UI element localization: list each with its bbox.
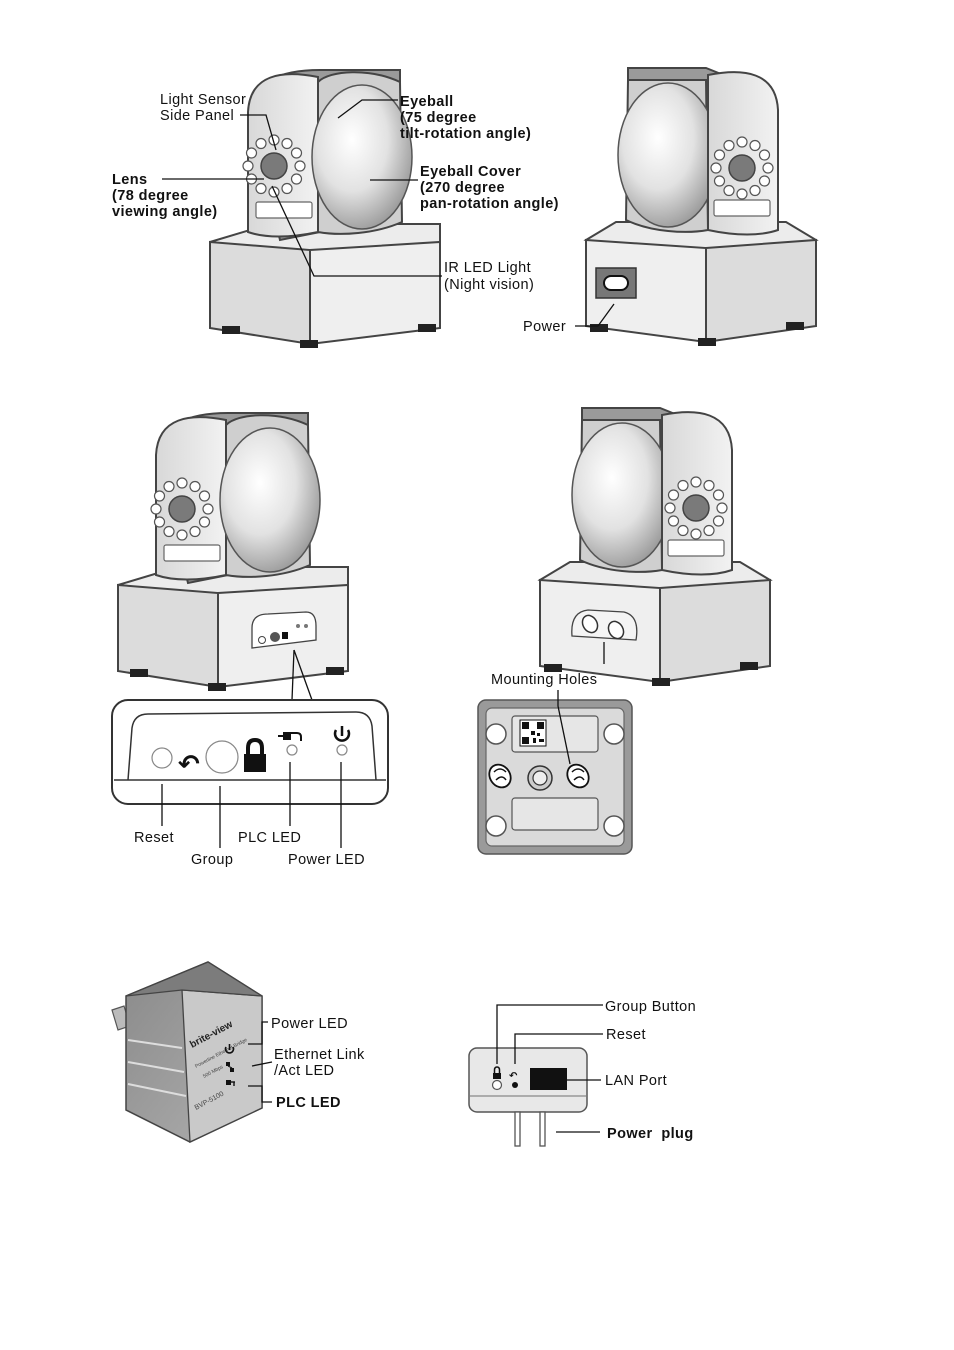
light-sensor-leader — [240, 114, 277, 151]
plc-icon — [278, 732, 302, 741]
power-label: Power — [523, 319, 566, 335]
small-button-panel — [251, 611, 317, 649]
lock-icon — [244, 737, 266, 772]
power-led-dot — [336, 744, 348, 756]
lens-detail-2: viewing angle) — [112, 204, 218, 220]
zoom-line-right — [293, 649, 313, 701]
eyeball-detail-1: (75 degree — [400, 110, 477, 126]
eyeball-detail-2: tilt-rotation angle) — [400, 126, 531, 142]
plc-led-dot — [286, 744, 298, 756]
reset-small-icon: ↶ — [509, 1071, 518, 1082]
group-button-label: Group Button — [605, 999, 696, 1015]
camera-back-body — [585, 67, 817, 347]
adapter-side-view: brite-view Powerline Ethernet Bridge 500… — [111, 961, 365, 1144]
reset-label: Reset — [134, 830, 174, 846]
side-panel-label: Side Panel — [160, 108, 234, 124]
mount-leader-right — [557, 690, 571, 765]
camera-back-view: Power — [523, 67, 817, 347]
adapter-power-led-label: Power LED — [271, 1016, 348, 1032]
power-socket-hole — [603, 275, 629, 291]
camera-panel-body — [117, 412, 349, 692]
adapter-bottom-view: ↶ Group Button Reset LAN Port Power plug — [468, 999, 696, 1147]
group-lock-icon — [493, 1066, 501, 1079]
eyeball-cover-detail-1: (270 degree — [420, 180, 505, 196]
mount-hole-bottom-right — [566, 763, 590, 789]
power-plug-label: Power plug — [607, 1126, 694, 1142]
mount-hole-bottom-left — [488, 763, 512, 789]
center-foot — [527, 765, 553, 791]
reset-arrow-icon: ↶ — [178, 750, 200, 780]
group-button-hole — [491, 1079, 503, 1091]
ir-led-label: IR LED Light — [444, 260, 531, 276]
qr-code-icon — [519, 719, 547, 747]
group-label: Group — [191, 852, 233, 868]
lens-label: Lens — [112, 172, 147, 188]
adapter-power-icon — [224, 1044, 235, 1054]
adapter-plc-icon — [226, 1080, 235, 1086]
reset-leader — [514, 1033, 603, 1064]
lens-detail-1: (78 degree — [112, 188, 189, 204]
eyeball-label: Eyeball — [400, 94, 454, 110]
group-button — [205, 740, 239, 774]
eyeball-cover-detail-2: pan-rotation angle) — [420, 196, 559, 212]
power-led-bracket — [248, 1021, 268, 1045]
power-leader — [575, 303, 615, 327]
plug-prong-left — [514, 1111, 521, 1147]
plc-led-bracket — [248, 1085, 272, 1103]
camera-front-view: Light Sensor Side Panel Eyeball (75 degr… — [112, 69, 559, 349]
camera-panel-view: ↶ Reset Group PLC LED Power LED — [111, 412, 389, 868]
camera-mount-body — [539, 407, 771, 687]
light-sensor-label: Light Sensor — [160, 92, 246, 108]
eyeball-leader — [337, 99, 398, 119]
mount-recess — [571, 609, 638, 641]
reset-hole — [151, 747, 173, 769]
ir-led-leader — [271, 185, 442, 277]
plug-prong-right — [539, 1111, 546, 1147]
adapter-ethernet-icon — [226, 1062, 234, 1072]
adapter-plc-led-label: PLC LED — [276, 1095, 341, 1111]
camera-mount-view: Mounting Holes — [477, 407, 771, 855]
lens — [260, 152, 288, 180]
mount-hole-icon — [581, 614, 625, 640]
adapter-ethernet-label: Ethernet Link — [274, 1047, 365, 1063]
lan-port — [530, 1068, 567, 1090]
plc-led-label: PLC LED — [238, 830, 301, 846]
lan-port-label: LAN Port — [605, 1073, 667, 1089]
ethernet-led-bracket — [251, 1061, 273, 1067]
adapter-reset-label: Reset — [606, 1027, 646, 1043]
power-led-label: Power LED — [288, 852, 365, 868]
ir-led-detail: (Night vision) — [444, 277, 534, 293]
power-symbol-icon — [333, 726, 351, 742]
lens-back — [728, 154, 756, 182]
camera-front-body — [209, 69, 441, 349]
zoom-line-left — [291, 649, 295, 701]
reset-button-hole — [512, 1082, 518, 1088]
group-button-leader — [496, 1004, 603, 1064]
adapter-ethernet-detail: /Act LED — [274, 1063, 334, 1079]
mounting-holes-label: Mounting Holes — [491, 672, 597, 688]
eyeball-cover-label: Eyeball Cover — [420, 164, 521, 180]
